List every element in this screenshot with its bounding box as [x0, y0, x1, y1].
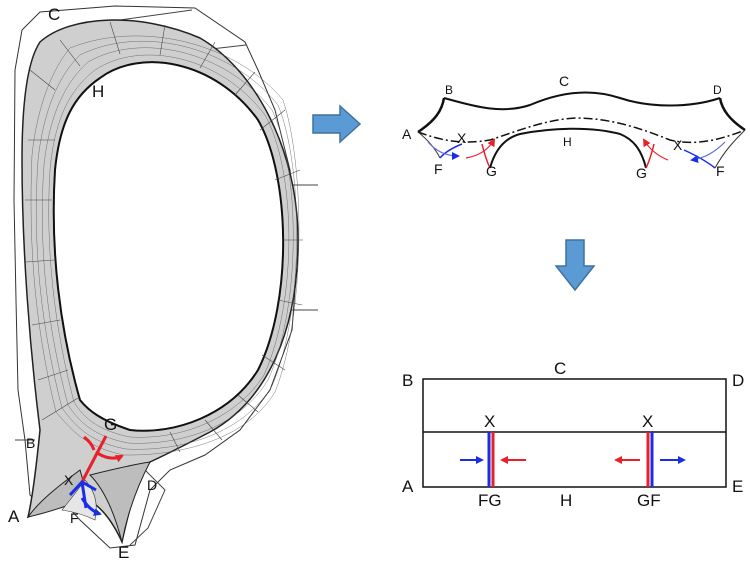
tr-label-h: H — [563, 135, 572, 149]
red-cut-arrow — [95, 450, 124, 463]
br-label-gf: GF — [637, 491, 661, 510]
cut-f-left-arrow — [427, 141, 460, 160]
cut-f-left — [439, 143, 463, 159]
x-point-cut-red — [80, 435, 108, 483]
right-leg — [718, 97, 746, 132]
br-label-h: H — [560, 491, 572, 510]
logical-domain-rect — [422, 378, 727, 488]
tr-label-c: C — [559, 73, 569, 89]
tr-label-x1: X — [457, 130, 467, 146]
cut-g-right-arrow — [642, 138, 669, 161]
br-label-b: B — [402, 371, 413, 390]
cut-f-right-arrow — [690, 141, 726, 164]
left-leg — [417, 97, 446, 134]
br-label-a: A — [402, 477, 414, 496]
cut-g-left — [481, 143, 491, 169]
br-label-fg: FG — [478, 491, 502, 510]
tr-label-g1: G — [486, 163, 497, 179]
left-label-c: C — [48, 5, 60, 24]
left-panel: C H G B X A F D E — [8, 5, 318, 562]
private-flux-right — [714, 129, 746, 169]
left-label-h: H — [92, 82, 104, 101]
port-line — [119, 9, 193, 21]
tr-label-x2: X — [673, 137, 683, 153]
vessel-wall — [13, 5, 299, 549]
private-flux-left — [417, 131, 441, 159]
left-label-a: A — [8, 507, 20, 526]
separatrix — [417, 117, 746, 144]
bottom-right-panel: B C D X X A E FG H GF — [402, 359, 744, 510]
left-label-b: B — [26, 435, 35, 451]
mesh-spokes — [25, 21, 303, 453]
cut-g-left-arrow — [465, 138, 496, 159]
br-label-x2: X — [642, 412, 653, 431]
tr-label-b: B — [445, 83, 453, 97]
tr-label-f2: F — [716, 163, 725, 179]
divertor-outline — [129, 469, 166, 546]
br-label-x1: X — [484, 412, 495, 431]
left-label-f: F — [70, 510, 79, 526]
left-label-x: X — [64, 472, 74, 488]
tr-label-d: D — [713, 83, 722, 97]
outer-divertor-leg — [89, 461, 151, 543]
core-boundary-h — [489, 127, 647, 169]
cut-g-right — [645, 143, 655, 169]
block-arrow-right-icon — [312, 104, 362, 144]
tr-label-f1: F — [434, 161, 443, 177]
br-label-c: C — [554, 359, 566, 378]
red-cut-arrow-back — [83, 435, 96, 451]
private-flux-region — [61, 479, 97, 521]
outer-boundary-c — [443, 91, 721, 111]
cut-f-right — [683, 149, 716, 169]
left-label-d: D — [147, 477, 157, 493]
tr-label-g2: G — [636, 165, 647, 181]
left-label-e: E — [118, 543, 129, 562]
top-right-panel: A B C D X X H F G G F — [402, 73, 746, 181]
left-label-g: G — [104, 415, 117, 434]
br-label-d: D — [732, 371, 744, 390]
block-arrow-down-icon — [554, 239, 596, 292]
core-boundary — [52, 61, 285, 432]
br-label-e: E — [732, 477, 743, 496]
blue-cut-arrow — [80, 497, 102, 516]
tr-label-a: A — [402, 126, 412, 142]
